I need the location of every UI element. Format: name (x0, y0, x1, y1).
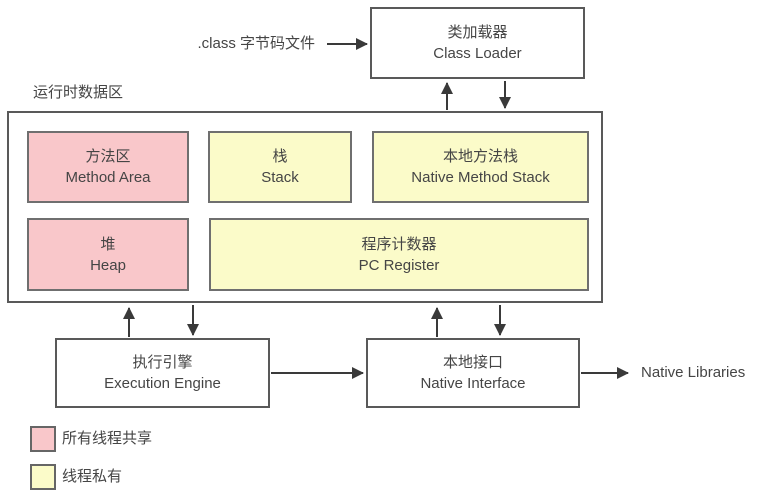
pc-register-label-en: PC Register (358, 256, 440, 274)
native-method-stack-label-zh: 本地方法栈 (442, 148, 518, 165)
pc-register-label-zh: 程序计数器 (361, 235, 437, 253)
heap-label-zh: 堆 (100, 235, 116, 253)
method-area-box: 方法区 Method Area (27, 131, 189, 203)
legend-private-swatch (30, 464, 56, 490)
pc-register-box: 程序计数器 PC Register (209, 218, 589, 291)
class-loader-box: 类加载器 Class Loader (370, 7, 585, 79)
heap-box: 堆 Heap (27, 218, 189, 291)
native-interface-label-zh: 本地接口 (442, 354, 503, 371)
runtime-data-area-box: 方法区 Method Area 栈 Stack 本地方法栈 Native Met… (7, 111, 603, 303)
execution-engine-label-en: Execution Engine (104, 375, 221, 392)
method-area-label-zh: 方法区 (85, 148, 131, 165)
legend-private-label: 线程私有 (62, 468, 123, 485)
native-method-stack-box: 本地方法栈 Native Method Stack (372, 131, 589, 203)
native-method-stack-label-en: Native Method Stack (411, 169, 550, 186)
native-libraries-label: Native Libraries (641, 364, 746, 381)
legend-shared-swatch (30, 426, 56, 452)
class-file-label: .class 字节码文件 (197, 35, 315, 52)
native-interface-label-en: Native Interface (420, 375, 526, 392)
execution-engine-label-zh: 执行引擎 (132, 354, 193, 371)
method-area-label-en: Method Area (65, 169, 151, 186)
stack-box: 栈 Stack (208, 131, 352, 203)
stack-label-zh: 栈 (272, 148, 288, 165)
runtime-data-area-label: 运行时数据区 (33, 84, 124, 101)
class-loader-label-zh: 类加载器 (447, 24, 508, 41)
execution-engine-box: 执行引擎 Execution Engine (55, 338, 270, 408)
stack-label-en: Stack (261, 169, 299, 186)
heap-label-en: Heap (90, 256, 126, 274)
legend-shared-label: 所有线程共享 (62, 430, 153, 447)
native-interface-box: 本地接口 Native Interface (366, 338, 580, 408)
class-loader-label-en: Class Loader (433, 45, 522, 62)
